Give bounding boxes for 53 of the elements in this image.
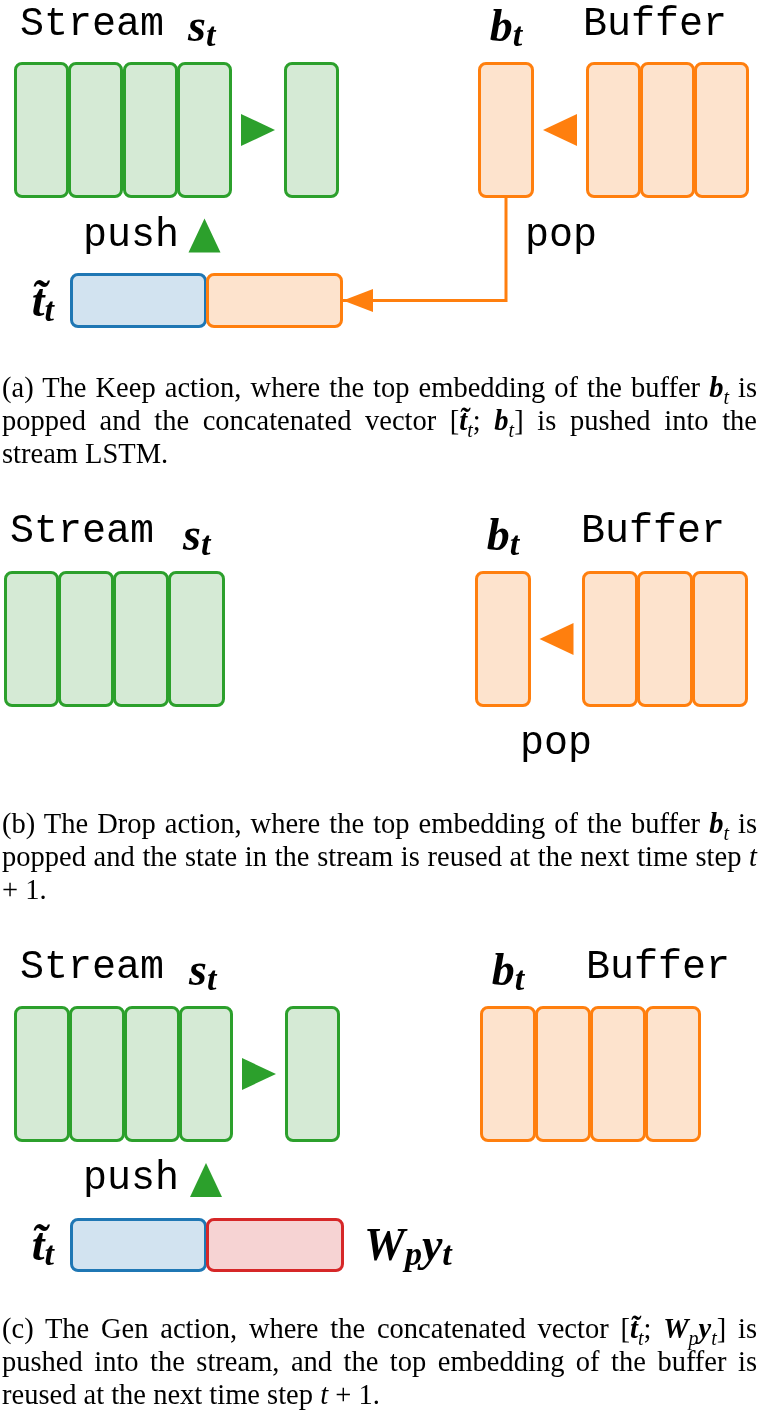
buffer-cell (590, 1006, 646, 1142)
stream-cell (168, 571, 225, 707)
stream-cell (68, 62, 123, 198)
stack-title: Stream (20, 3, 165, 47)
math-label: t̃$_{t}$ (31, 274, 54, 327)
buffer-cell (582, 571, 638, 707)
arrow (543, 114, 577, 146)
arrow (241, 114, 275, 146)
buffer-cell (692, 571, 748, 707)
buffer-cell (640, 62, 695, 198)
stream-cell (14, 1006, 70, 1142)
stream-cell (285, 1006, 340, 1142)
stream-cell (4, 571, 59, 707)
stack-title: Stream (20, 946, 165, 990)
elbow-arrow (343, 198, 508, 312)
buffer-cell (694, 62, 749, 198)
embedding-segment (206, 273, 343, 328)
buffer-cell (586, 62, 641, 198)
figure-caption: (b) The Drop action, where the top embedding of the buffer b$_{t}$ is popped and the state in the stream is reused at the next time step t + 1. (2, 807, 757, 906)
stream-cell (113, 571, 169, 707)
math-symbol: s$_{t}$ (188, 0, 216, 52)
action-label: pop (520, 722, 592, 766)
stream-cell (124, 1006, 180, 1142)
math-symbol: s$_{t}$ (189, 944, 217, 996)
stack-title: Stream (10, 510, 155, 554)
stream-cell (123, 62, 178, 198)
math-label: W$_{p}$y$_{t}$ (364, 1219, 452, 1271)
math-label: t̃$_{t}$ (31, 1219, 54, 1271)
action-label: push (83, 1157, 179, 1201)
math-label: b$_{t}$ (486, 509, 520, 561)
math-symbol: s$_{t}$ (183, 509, 211, 561)
stream-cell (58, 571, 114, 707)
buffer-cell (535, 1006, 591, 1142)
figure-caption: (a) The Keep action, where the top embedding of the buffer b$_{t}$ is popped and the concatenated vector [t̃$_{t}$; b$_{t}$] is pushed into the stream LSTM. (2, 371, 757, 470)
stream-cell (14, 62, 69, 198)
arrow (539, 623, 574, 655)
stream-cell (179, 1006, 233, 1142)
stack-title: Buffer (583, 3, 728, 47)
stream-cell (284, 62, 339, 198)
action-label: push (83, 214, 179, 258)
buffer-cell (645, 1006, 701, 1142)
arrow (242, 1058, 276, 1090)
figure-caption: (c) The Gen action, where the concatenated vector [t̃$_{t}$; W$_{p}$y$_{t}$] is pushed into the stream, and the top embedding of the buffer is reused at the next time step t + 1. (2, 1312, 757, 1411)
stack-title: Buffer (586, 946, 731, 990)
stream-cell (177, 62, 232, 198)
action-label: pop (525, 214, 597, 258)
arrow (190, 1163, 222, 1197)
math-label: b$_{t}$ (489, 0, 523, 52)
arrow (188, 218, 221, 253)
stack-title: Buffer (581, 510, 726, 554)
math-label: b$_{t}$ (491, 944, 525, 996)
buffer-cell (637, 571, 693, 707)
stream-cell (69, 1006, 125, 1142)
